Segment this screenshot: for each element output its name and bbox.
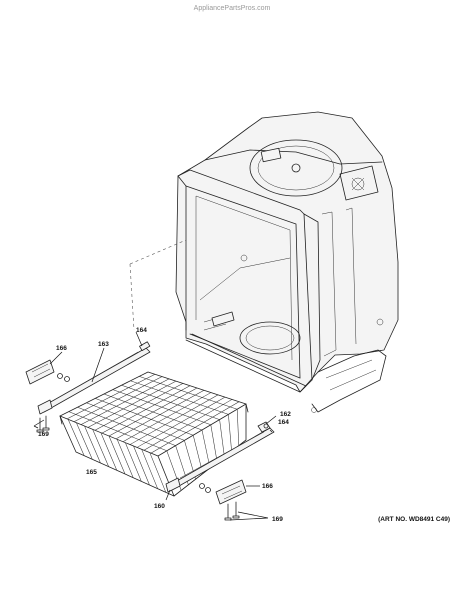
- callout-164-upper: 164: [136, 327, 147, 334]
- callout-leaders: [33, 331, 277, 521]
- watermark-text: AppliancePartsPros.com: [194, 5, 271, 12]
- rack-slide-rail-upper: [37, 341, 151, 415]
- tub-assembly: [129, 111, 399, 413]
- screws-left: [36, 415, 50, 433]
- callout-164-lower: 164: [278, 419, 289, 426]
- callout-166-lower: 166: [262, 483, 273, 490]
- callout-162: 162: [280, 411, 291, 418]
- callout-163: 163: [98, 341, 109, 348]
- rack-stop-clip-upper: [25, 359, 70, 385]
- callout-166-upper: 166: [56, 345, 67, 352]
- art-number: (ART NO. WD8491 C49): [378, 516, 450, 523]
- lower-dish-rack: [59, 371, 249, 497]
- callout-160: 160: [154, 503, 165, 510]
- callout-169-left: 169: [38, 431, 49, 438]
- screws-lower: [224, 501, 240, 521]
- rack-slide-rail-lower: [165, 427, 275, 493]
- rack-stop-clip-lower: [199, 479, 247, 505]
- callout-169-lower: 169: [272, 516, 283, 523]
- callout-165: 165: [86, 469, 97, 476]
